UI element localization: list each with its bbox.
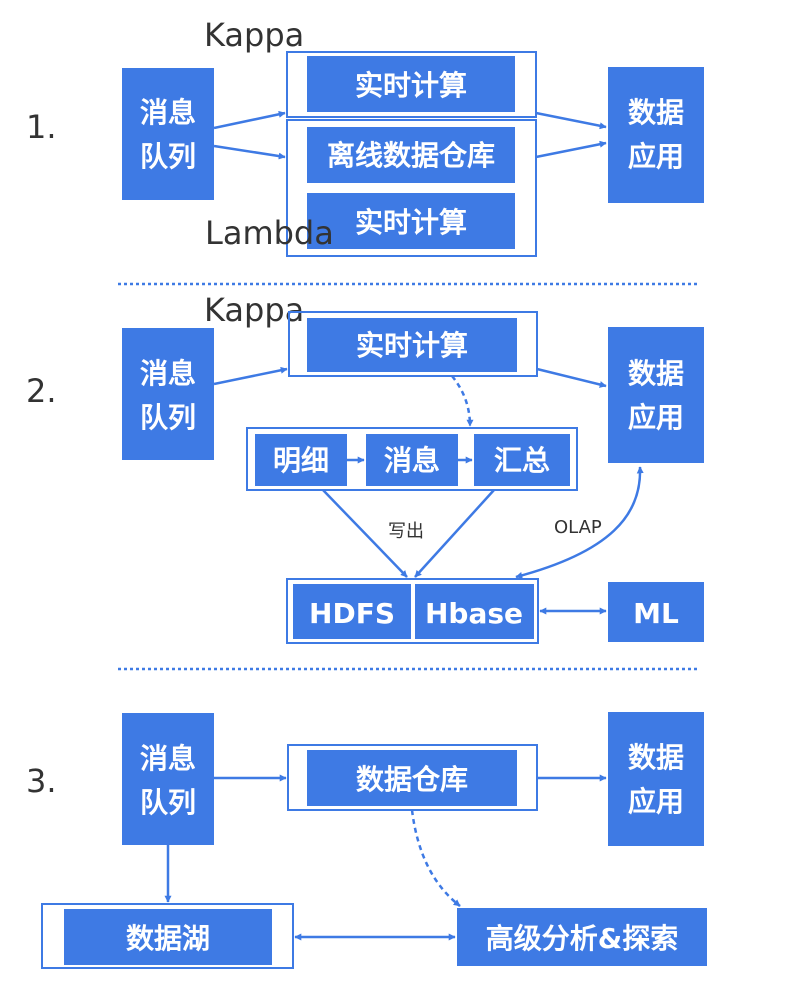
message-label: 消息 (384, 444, 440, 477)
arrow-olap (515, 466, 644, 579)
lake-box-3 (64, 909, 272, 965)
realtime-compute-label-1: 实时计算 (355, 69, 467, 102)
data-app-box-1 (608, 67, 704, 203)
analytics-box-3 (457, 908, 707, 966)
section-2-number: 2. (26, 372, 57, 410)
arrow-queue-to-compute-2 (213, 366, 288, 386)
arrow-detail-to-storage (322, 489, 408, 578)
message-queue-label-2b: 队列 (140, 401, 196, 434)
lake-label-3: 数据湖 (126, 922, 210, 955)
detail-box (255, 434, 347, 486)
data-app-box-3 (608, 712, 704, 846)
detail-label: 明细 (273, 444, 329, 477)
section-1-number: 1. (26, 108, 57, 146)
kappa-label-1: Kappa (204, 16, 304, 54)
dashed-arrow-dw-to-analytics (410, 809, 461, 907)
dw-label-3: 数据仓库 (356, 763, 468, 796)
arrow-kappa-to-app-1 (535, 111, 607, 130)
section-3-number: 3. (26, 762, 57, 800)
dashed-arrow-compute-to-pipeline (451, 375, 474, 427)
pipeline-frame-2 (246, 427, 578, 491)
data-app-label-3b: 应用 (628, 785, 684, 818)
message-queue-label-3b: 队列 (140, 786, 196, 819)
lambda-label-1: Lambda (205, 214, 334, 252)
realtime-compute-box-1 (307, 56, 515, 112)
hdfs-box (293, 584, 411, 639)
kappa-label-2: Kappa (204, 291, 304, 329)
arrow-queue-to-lambda-1 (213, 144, 286, 160)
hdfs-label: HDFS (309, 597, 395, 630)
section-2: 2. Kappa 消息 队列 实时计算 数据 应用 明细 消息 汇总 写出 OL… (26, 291, 704, 644)
lambda-compute-label-1: 实时计算 (355, 206, 467, 239)
ml-box (608, 582, 704, 642)
message-queue-label-1a: 消息 (140, 96, 196, 129)
section-1: 1. 消息 队列 Kappa 实时计算 离线数据仓库 实时计算 Lambda 数… (26, 16, 704, 257)
realtime-compute-box-2 (307, 318, 517, 372)
hbase-box (415, 584, 534, 639)
dw-box-3 (307, 750, 517, 806)
write-out-label: 写出 (388, 521, 424, 542)
realtime-compute-label-2: 实时计算 (356, 329, 468, 362)
message-queue-box-2 (122, 328, 214, 460)
data-app-label-1a: 数据 (628, 96, 684, 129)
kappa-frame-1 (286, 51, 537, 118)
arrow-compute-to-app-2 (536, 367, 607, 388)
message-queue-box-3 (122, 713, 214, 845)
analytics-label-3: 高级分析&探索 (486, 922, 678, 955)
data-app-box-2 (608, 327, 704, 463)
arrow-summary-to-storage (414, 489, 495, 578)
message-queue-box-1 (122, 68, 214, 200)
message-queue-label-1b: 队列 (140, 140, 196, 173)
message-queue-label-3a: 消息 (140, 742, 196, 775)
summary-label: 汇总 (494, 444, 550, 477)
hbase-label: Hbase (425, 597, 523, 630)
data-app-label-3a: 数据 (628, 741, 684, 774)
ml-label: ML (633, 597, 679, 630)
lake-frame-3 (41, 903, 294, 969)
data-app-label-2b: 应用 (628, 401, 684, 434)
lambda-frame-1 (286, 119, 537, 257)
offline-dw-label-1: 离线数据仓库 (327, 139, 495, 172)
data-app-label-1b: 应用 (628, 140, 684, 173)
section-3: 3. 消息 队列 数据仓库 数据 应用 数据湖 高级分析&探索 (26, 712, 707, 969)
arrow-lambda-to-app-1 (535, 140, 607, 159)
message-queue-label-2a: 消息 (140, 357, 196, 390)
olap-label: OLAP (554, 517, 602, 538)
storage-frame (286, 578, 539, 644)
kappa-frame-2 (288, 311, 538, 377)
offline-dw-box-1 (307, 127, 515, 183)
arrow-queue-to-kappa-1 (213, 110, 286, 130)
lambda-compute-box-1 (307, 193, 515, 249)
message-box (366, 434, 458, 486)
data-app-label-2a: 数据 (628, 357, 684, 390)
